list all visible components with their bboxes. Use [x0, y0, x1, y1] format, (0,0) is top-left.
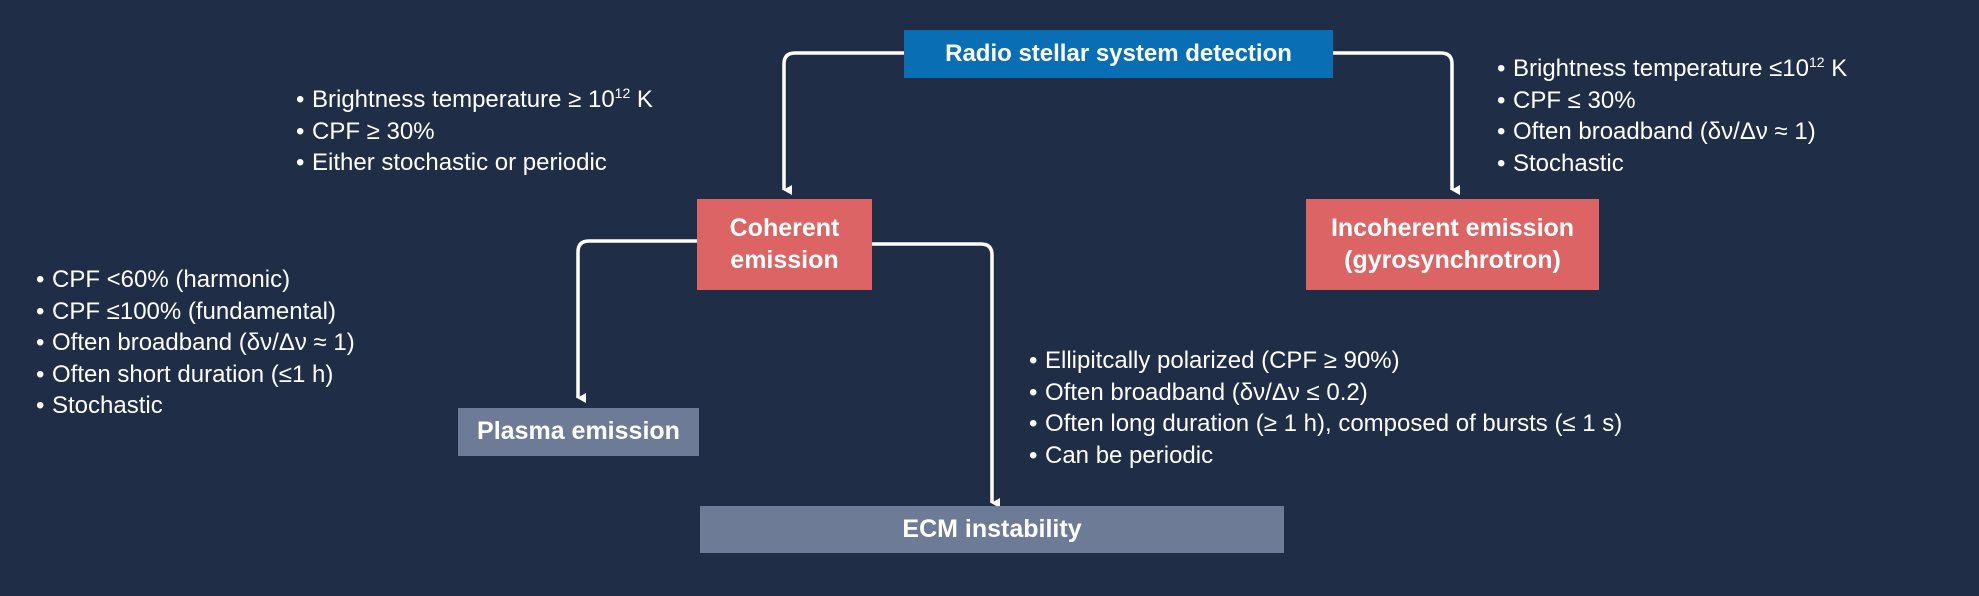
- incoherent-brightness-temperature-item: Brightness temperature ≤1012 K: [1497, 53, 1847, 85]
- coherent-properties-list: Brightness temperature ≥ 1012 K CPF ≥ 30…: [296, 84, 653, 179]
- ecm-instability-label: ECM instability: [902, 514, 1082, 543]
- incoherent-emission-label-line-1: Incoherent emission: [1330, 214, 1575, 243]
- plasma-property-item: Stochastic: [36, 390, 355, 422]
- incoherent-emission-box: Incoherent emission (gyrosynchrotron): [1306, 199, 1599, 290]
- arrow-root-to-coherent: [782, 51, 904, 195]
- ecm-property-item: Ellipitcally polarized (CPF ≥ 90%): [1029, 345, 1622, 377]
- coherent-brightness-temperature-item: Brightness temperature ≥ 1012 K: [296, 84, 653, 116]
- incoherent-property-item: CPF ≤ 30%: [1497, 85, 1847, 117]
- ecm-property-item: Often long duration (≥ 1 h), composed of…: [1029, 408, 1622, 440]
- coherent-emission-label: Coherent emission: [730, 213, 840, 276]
- plasma-emission-box: Plasma emission: [458, 408, 699, 456]
- incoherent-bt-exponent: 12: [1809, 54, 1825, 70]
- coherent-emission-label-line-2: emission: [730, 245, 839, 274]
- arrow-coherent-to-ecm: [872, 242, 1000, 508]
- coherent-bt-unit: K: [630, 86, 653, 113]
- coherent-bt-prefix: Brightness temperature ≥ 10: [312, 86, 615, 113]
- arrow-coherent-to-plasma: [576, 239, 697, 403]
- ecm-instability-properties-list: Ellipitcally polarized (CPF ≥ 90%) Often…: [1029, 345, 1622, 471]
- arrow-root-to-incoherent: [1333, 51, 1460, 195]
- incoherent-bt-prefix: Brightness temperature ≤10: [1513, 55, 1809, 82]
- coherent-bt-exponent: 12: [614, 85, 631, 101]
- incoherent-property-item: Often broadband (δν/Δν ≈ 1): [1497, 116, 1847, 148]
- incoherent-property-item: Stochastic: [1497, 148, 1847, 180]
- ecm-property-item: Can be periodic: [1029, 440, 1622, 472]
- coherent-emission-box: Coherent emission: [697, 199, 872, 290]
- ecm-property-item: Often broadband (δν/Δν ≤ 0.2): [1029, 377, 1622, 409]
- plasma-emission-label: Plasma emission: [477, 417, 680, 446]
- root-node-box: Radio stellar system detection: [904, 30, 1333, 78]
- plasma-emission-properties-list: CPF <60% (harmonic) CPF ≤100% (fundament…: [36, 264, 355, 422]
- coherent-emission-label-line-1: Coherent: [729, 214, 840, 243]
- plasma-property-item: Often broadband (δν/Δν ≈ 1): [36, 327, 355, 359]
- coherent-property-item: Either stochastic or periodic: [296, 147, 653, 179]
- coherent-property-item: CPF ≥ 30%: [296, 116, 653, 148]
- plasma-property-item: CPF ≤100% (fundamental): [36, 296, 355, 328]
- ecm-instability-box: ECM instability: [700, 506, 1284, 553]
- incoherent-bt-unit: K: [1824, 55, 1848, 82]
- plasma-property-item: CPF <60% (harmonic): [36, 264, 355, 296]
- incoherent-properties-list: Brightness temperature ≤1012 K CPF ≤ 30%…: [1497, 53, 1847, 179]
- incoherent-emission-label-line-2: (gyrosynchrotron): [1344, 245, 1561, 274]
- incoherent-emission-label: Incoherent emission (gyrosynchrotron): [1331, 213, 1574, 276]
- root-node-label: Radio stellar system detection: [945, 40, 1292, 67]
- plasma-property-item: Often short duration (≤1 h): [36, 359, 355, 391]
